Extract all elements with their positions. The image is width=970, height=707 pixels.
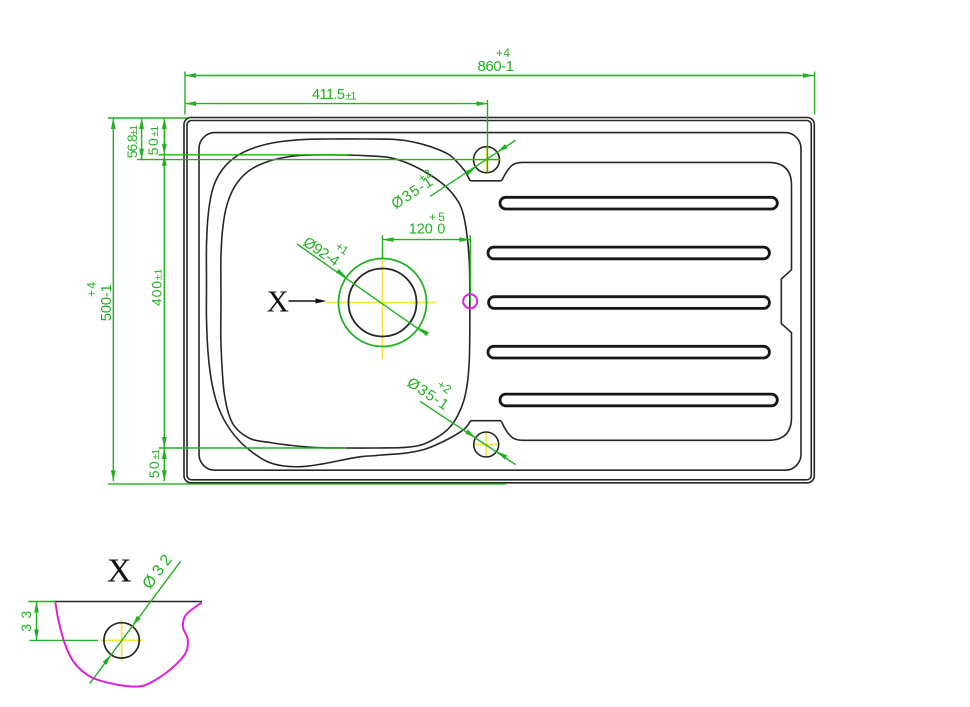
svg-text:860-1: 860-1 — [478, 58, 515, 75]
svg-text:50±1: 50±1 — [145, 126, 161, 156]
svg-text:±1: ±1 — [346, 91, 357, 103]
svg-text:+2: +2 — [415, 166, 435, 186]
svg-text:500-1: 500-1 — [98, 284, 115, 321]
svg-text:X: X — [267, 284, 289, 319]
svg-text:56.8±1: 56.8±1 — [124, 125, 140, 159]
svg-text:400±1: 400±1 — [148, 269, 164, 306]
svg-text:50±1: 50±1 — [146, 449, 162, 479]
svg-text:X: X — [107, 553, 132, 590]
svg-text:+4: +4 — [496, 46, 510, 60]
svg-text:+4: +4 — [85, 282, 99, 297]
svg-text:411.5: 411.5 — [312, 87, 345, 103]
svg-text:0: 0 — [437, 222, 445, 238]
svg-text:+2: +2 — [435, 377, 455, 397]
svg-text:120: 120 — [409, 222, 433, 238]
